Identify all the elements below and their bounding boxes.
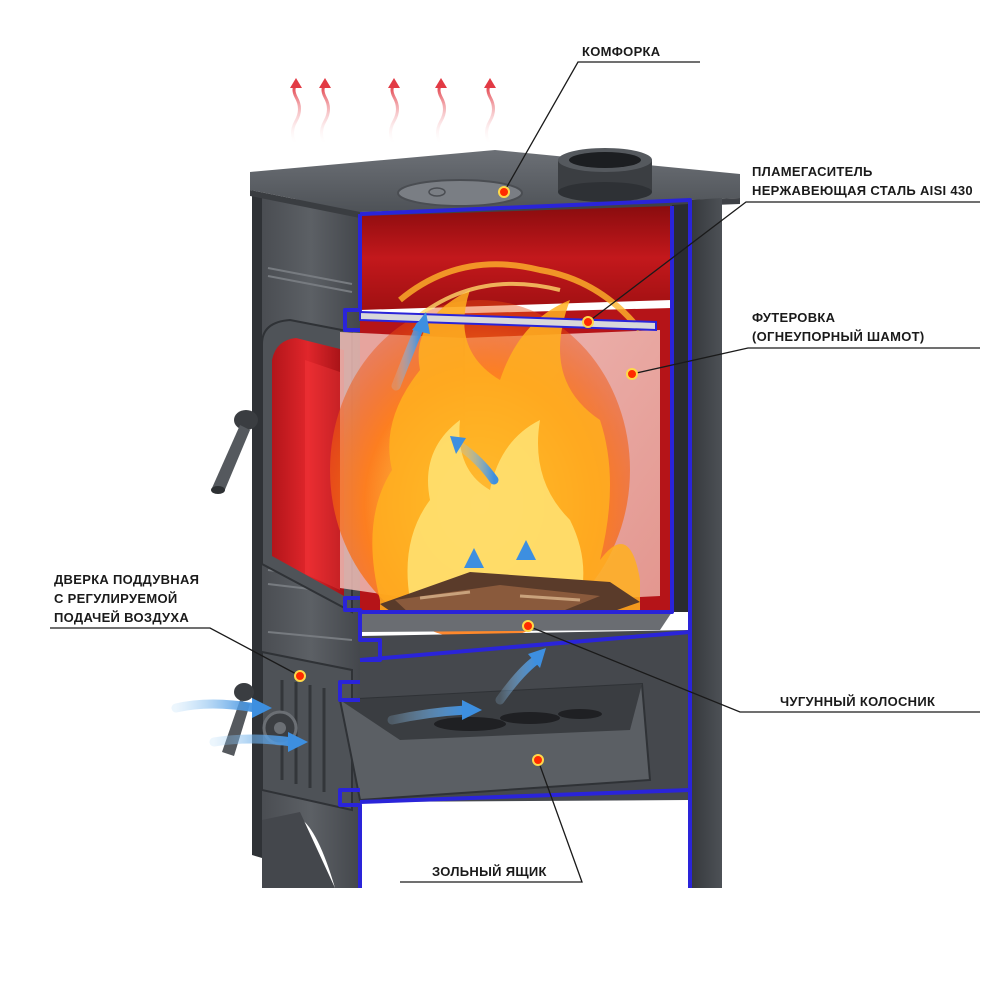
marker-hotplate <box>498 186 510 198</box>
marker-flame-damper <box>582 316 594 328</box>
marker-grate <box>522 620 534 632</box>
stove-legs <box>262 812 335 888</box>
marker-ash-door <box>294 670 306 682</box>
fire-door-handle <box>211 410 258 494</box>
flame-damper-plate <box>359 310 657 332</box>
label-flame-damper-line-2: НЕРЖАВЕЮЩАЯ СТАЛЬ AISI 430 <box>752 183 973 198</box>
air-intake-arrow-2 <box>209 734 297 747</box>
label-ash-door-line-1: ДВЕРКА ПОДДУВНАЯ <box>54 572 200 587</box>
label-grate: ЧУГУННЫЙ КОЛОСНИК <box>780 692 935 711</box>
label-ash-door-line-3: ПОДАЧЕЙ ВОЗДУХА <box>54 610 190 625</box>
air-up-arrow-3 <box>455 441 499 485</box>
stove-left-side <box>252 190 262 858</box>
air-intake-arrow-1 <box>171 699 261 713</box>
fire <box>330 261 643 640</box>
leader-hotplate <box>503 61 700 193</box>
heat-waves <box>291 83 495 147</box>
label-ash-box-line-1: ЗОЛЬНЫЙ ЯЩИК <box>432 864 547 879</box>
heat-wave-4 <box>436 83 446 147</box>
ash-coals <box>434 709 602 731</box>
firebox-back-upper <box>360 206 672 310</box>
ash-door <box>261 650 353 812</box>
label-lining: ФУТЕРОВКА (ОГНЕУПОРНЫЙ ШАМОТ) <box>752 308 925 346</box>
label-ash-door: ДВЕРКА ПОДДУВНАЯ С РЕГУЛИРУЕМОЙ ПОДАЧЕЙ … <box>54 570 199 627</box>
heat-wave-5 <box>485 83 495 147</box>
heat-arrowheads <box>290 78 496 88</box>
heat-wave-1 <box>291 83 301 147</box>
air-flow-arrows <box>171 312 546 752</box>
stove-right-section <box>690 198 722 888</box>
air-inside-arrow-1 <box>387 705 471 725</box>
marker-dots <box>294 186 638 766</box>
cast-iron-grate <box>360 612 672 632</box>
label-ash-box: ЗОЛЬНЫЙ ЯЩИК <box>432 862 547 881</box>
hotplate <box>397 179 523 207</box>
label-grate-line-1: ЧУГУННЫЙ КОЛОСНИК <box>780 694 936 709</box>
heat-wave-3 <box>389 83 399 147</box>
leader-flame-damper <box>587 201 980 323</box>
label-hotplate: КОМФОРКА <box>582 42 660 61</box>
label-flame-damper: ПЛАМЕГАСИТЕЛЬ НЕРЖАВЕЮЩАЯ СТАЛЬ AISI 430 <box>752 162 973 200</box>
label-lining-line-1: ФУТЕРОВКА <box>752 310 836 325</box>
label-flame-damper-line-1: ПЛАМЕГАСИТЕЛЬ <box>752 164 873 179</box>
leader-grate <box>527 625 980 713</box>
heat-wave-2 <box>320 83 330 147</box>
leader-lining <box>631 347 980 375</box>
leader-ash-door <box>50 627 301 677</box>
fire-door-glass <box>272 338 344 596</box>
leader-lines <box>50 61 980 883</box>
label-ash-door-line-2: С РЕГУЛИРУЕМОЙ <box>54 591 178 606</box>
air-inside-arrow-2 <box>495 655 541 705</box>
label-hotplate-line-1: КОМФОРКА <box>582 44 661 59</box>
firewood-logs <box>380 572 640 618</box>
chimney-collar <box>558 148 652 202</box>
ash-door-handle <box>222 683 254 756</box>
leader-ash-box <box>400 759 583 883</box>
marker-ash-box <box>532 754 544 766</box>
label-lining-line-2: (ОГНЕУПОРНЫЙ ШАМОТ) <box>752 329 925 344</box>
marker-lining <box>626 368 638 380</box>
section-outline <box>338 198 692 888</box>
